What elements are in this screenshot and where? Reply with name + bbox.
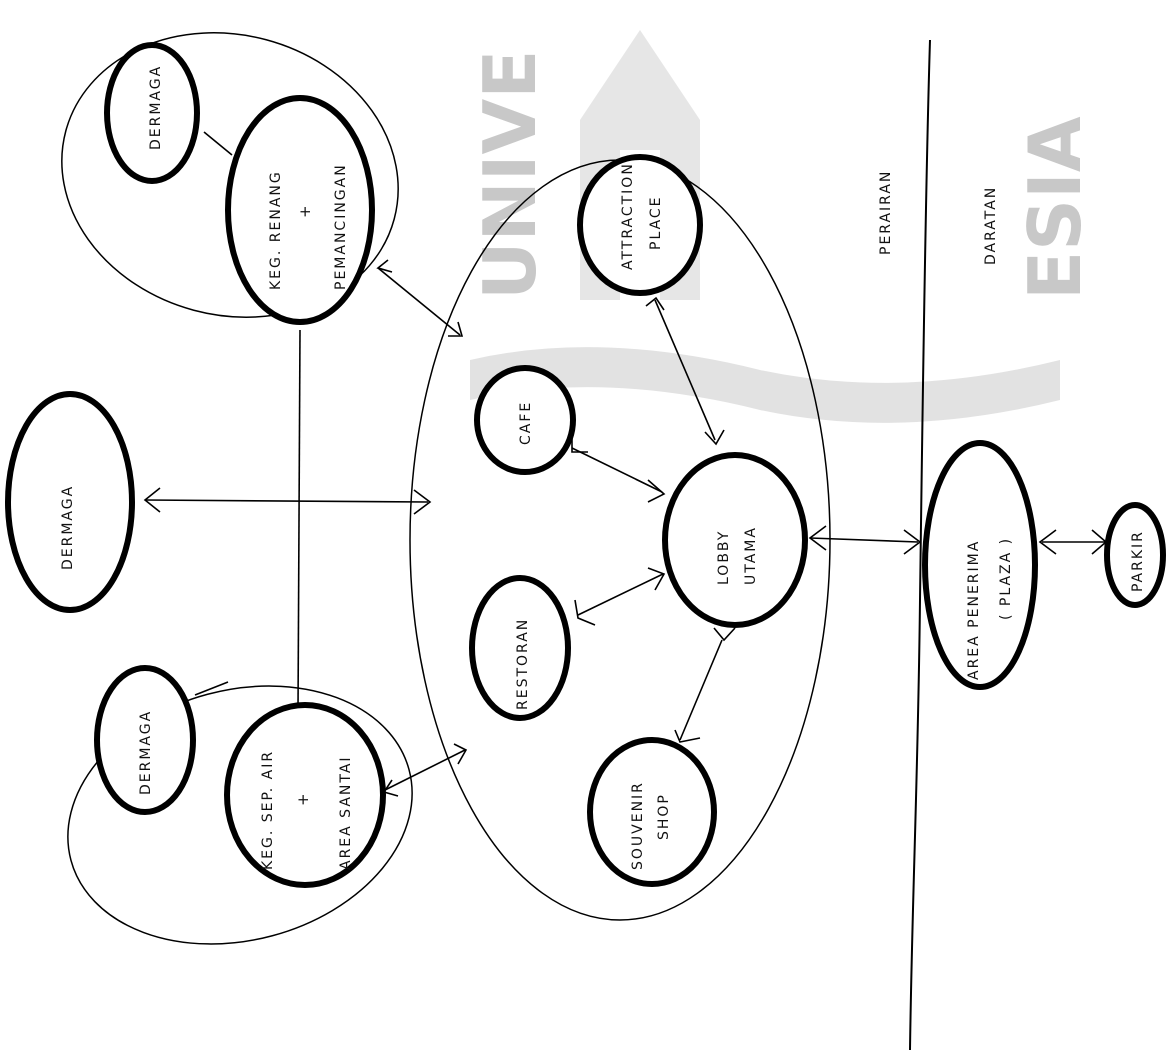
node-area-penerima-label-1: AREA PENERIMA: [966, 540, 982, 680]
watermark-ribbon: [470, 347, 1060, 423]
node-parkir-shape: [1104, 502, 1166, 608]
node-keg-renang-label-1: KEG. RENANG: [268, 170, 284, 290]
watermark-right-text: ESIA: [1013, 116, 1097, 300]
arrowhead: [674, 729, 701, 743]
node-souvenir-shop-label-1: SOUVENIR: [630, 781, 646, 870]
node-area-penerima[interactable]: AREA PENERIMA ( PLAZA ): [922, 440, 1038, 690]
node-parkir-label: PARKIR: [1130, 530, 1146, 592]
arrowhead: [647, 479, 666, 503]
link-cafe-lobby: [571, 447, 663, 493]
link-restoran-lobby: [577, 573, 664, 616]
link-attraction-lobby: [654, 299, 716, 441]
link-sepair-central: [384, 749, 466, 791]
node-attraction-place-label-1: ATTRACTION: [620, 162, 636, 270]
arrowhead: [903, 529, 922, 555]
region-label-land: DARATAN: [983, 186, 999, 265]
link-dermaga-central: [144, 499, 429, 503]
node-restoran-shape: [469, 575, 571, 721]
node-attraction-place-label-2: PLACE: [648, 195, 664, 250]
node-keg-renang-label-2: +: [296, 203, 314, 218]
arrowhead: [647, 567, 666, 591]
node-attraction-place[interactable]: ATTRACTION PLACE: [577, 154, 703, 296]
node-keg-sep-air[interactable]: KEG. SEP. AIR + AREA SANTAI: [224, 702, 386, 888]
node-lobby-utama-label-1: LOBBY: [716, 530, 732, 585]
node-lobby-utama[interactable]: LOBBY UTAMA: [662, 452, 808, 628]
link-lobby-souvenir: [679, 639, 723, 741]
arrowhead: [382, 779, 399, 797]
arrowhead: [645, 296, 665, 311]
node-restoran[interactable]: RESTORAN: [469, 575, 571, 721]
node-dermaga-top-label: DERMAGA: [148, 65, 164, 150]
node-keg-sep-air-label-1: KEG. SEP. AIR: [260, 750, 276, 870]
node-dermaga-mid[interactable]: DERMAGA: [5, 391, 135, 613]
links: [143, 131, 1108, 797]
node-keg-renang-shape: [225, 95, 375, 325]
node-souvenir-shop[interactable]: SOUVENIR SHOP: [587, 737, 717, 887]
node-keg-sep-air-shape: [224, 702, 386, 888]
arrowhead: [413, 489, 432, 515]
arrowhead: [143, 487, 161, 513]
node-attraction-place-shape: [577, 154, 703, 296]
node-area-penerima-label-2: ( PLAZA ): [998, 537, 1014, 620]
arrowhead: [376, 259, 393, 273]
node-cafe-shape: [474, 365, 576, 475]
link-renang-central: [377, 267, 461, 336]
node-keg-renang-label-3: PEMANCINGAN: [333, 163, 349, 290]
node-dermaga-mid-label: DERMAGA: [60, 485, 76, 570]
region-label-water: PERAIRAN: [878, 170, 894, 255]
node-cafe[interactable]: CAFE: [474, 365, 576, 475]
arrowhead: [1038, 529, 1057, 555]
node-restoran-label: RESTORAN: [515, 618, 531, 710]
watermark-left-text: UNIVE: [468, 50, 552, 300]
node-cafe-label: CAFE: [518, 401, 534, 445]
node-dermaga-top-shape: [104, 42, 200, 184]
arrowhead: [574, 599, 596, 626]
node-area-penerima-shape: [922, 440, 1038, 690]
water-land-divider: [909, 39, 931, 1051]
node-souvenir-shop-label-2: SHOP: [656, 793, 672, 840]
zone-sep-air: [67, 685, 413, 945]
node-dermaga-mid-shape: [5, 391, 135, 613]
node-keg-renang[interactable]: KEG. RENANG + PEMANCINGAN: [225, 95, 375, 325]
node-dermaga-bottom-label: DERMAGA: [138, 710, 154, 795]
node-parkir[interactable]: PARKIR: [1104, 502, 1166, 608]
arrowhead: [448, 321, 464, 337]
node-keg-sep-air-label-3: AREA SANTAI: [338, 755, 354, 870]
link-lobby-area: [809, 537, 919, 543]
arrowhead: [704, 429, 725, 446]
node-lobby-utama-label-2: UTAMA: [743, 526, 759, 585]
node-dermaga-top[interactable]: DERMAGA: [104, 42, 200, 184]
node-keg-sep-air-label-2: +: [294, 791, 312, 806]
zone-renang: [61, 32, 399, 318]
node-souvenir-shop-shape: [587, 737, 717, 887]
link-dermaga-renang: [203, 131, 233, 156]
arrowhead: [453, 743, 468, 765]
watermark: UNIVE ESIA: [468, 30, 1097, 423]
node-dermaga-bottom[interactable]: DERMAGA: [94, 665, 196, 815]
node-lobby-utama-shape: [662, 452, 808, 628]
arrowhead: [808, 525, 827, 551]
link-renang-sepair: [297, 329, 301, 713]
arrowhead: [713, 627, 736, 642]
node-dermaga-bottom-shape: [94, 665, 196, 815]
link-dermaga-sepair: [194, 681, 229, 696]
